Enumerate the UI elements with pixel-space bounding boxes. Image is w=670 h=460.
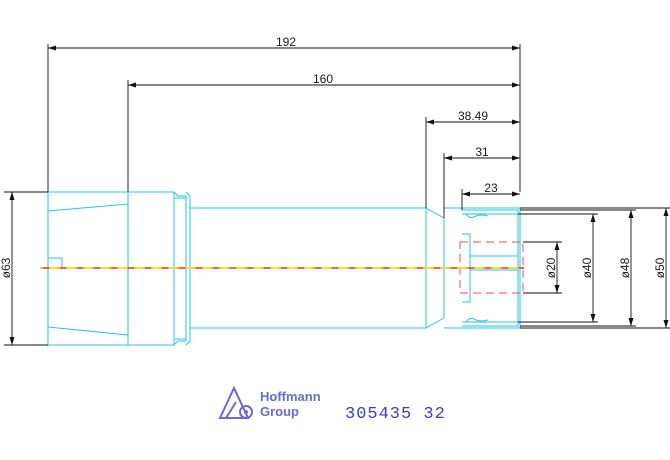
logo-line2: Group <box>260 404 299 419</box>
dim-label-23: 23 <box>484 181 498 195</box>
dimension-nut-mid-diameter: ø48 <box>520 209 636 327</box>
dimension-bore-diameter: ø20 <box>523 241 562 294</box>
dim-label-d20: ø20 <box>544 257 558 278</box>
dim-label-160: 160 <box>313 72 333 86</box>
dimension-inner-length: 23 <box>461 181 520 210</box>
logo-line1: Hoffmann <box>260 389 321 404</box>
dim-label-d40: ø40 <box>580 257 594 278</box>
part-number: 305435 32 <box>345 405 446 424</box>
dim-label-192: 192 <box>276 35 296 49</box>
dimension-nut-inner-diameter: ø40 <box>518 213 598 323</box>
dimension-collet-length: 38.49 <box>425 109 520 208</box>
dim-label-d63: ø63 <box>0 257 13 278</box>
dimension-nut-length: 31 <box>443 145 520 218</box>
hoffmann-group-logo: Hoffmann Group <box>218 385 321 419</box>
dim-label-d50: ø50 <box>653 257 667 278</box>
dimension-shank-diameter: ø63 <box>0 191 48 346</box>
dimension-nut-outer-diameter: ø50 <box>520 207 670 329</box>
dimension-overall-length: 192 <box>47 35 521 192</box>
dimension-body-length: 160 <box>127 72 520 192</box>
dim-label-31: 31 <box>475 145 489 159</box>
dim-label-38-49: 38.49 <box>458 109 488 123</box>
logo-mark-icon <box>218 385 253 419</box>
dim-label-d48: ø48 <box>618 257 632 278</box>
hidden-bore <box>459 241 524 294</box>
